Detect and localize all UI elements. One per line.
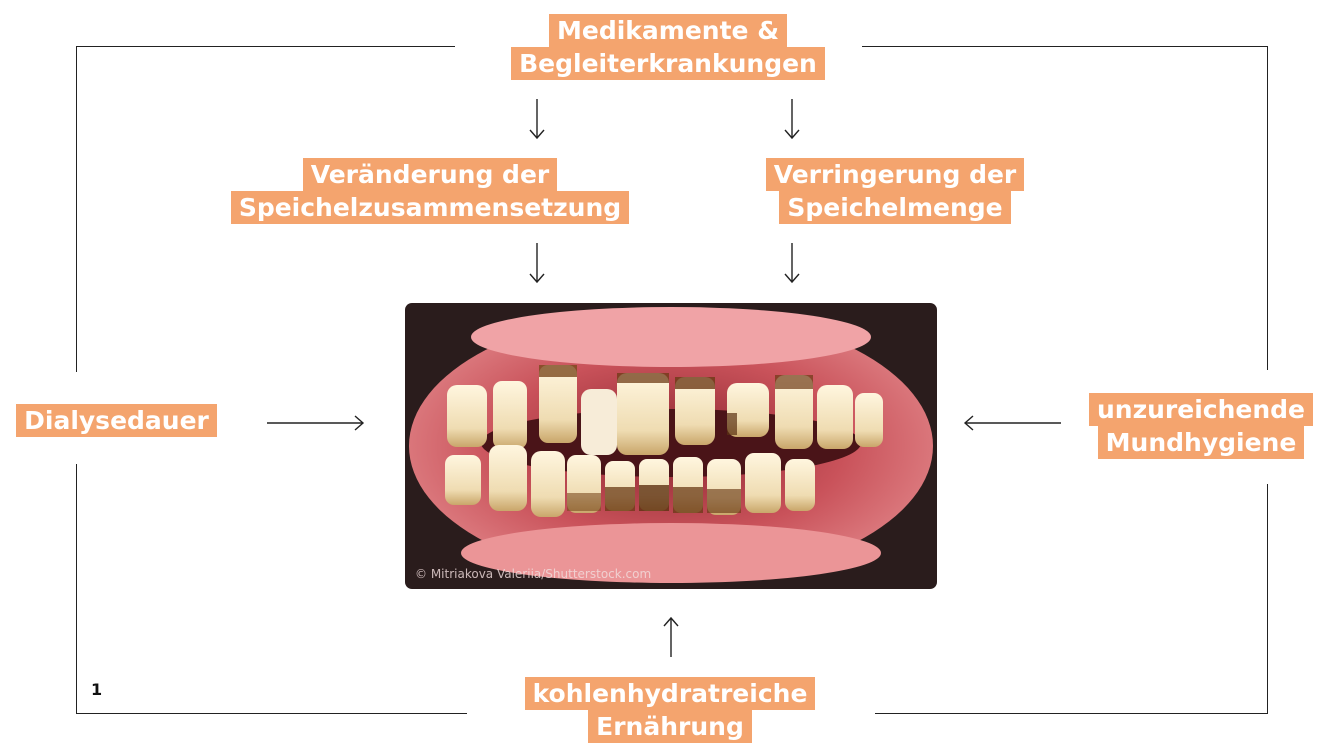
arrow-down-icon xyxy=(528,242,546,284)
frame-top-left-line xyxy=(76,46,455,47)
frame-left-lower-line xyxy=(76,464,77,714)
label-oral-hygiene-line1: unzureichende xyxy=(1089,393,1313,426)
frame-top-right-line xyxy=(862,46,1267,47)
arrow-down-icon xyxy=(528,98,546,140)
arrow-down-icon xyxy=(783,98,801,140)
frame-bottom-left-line xyxy=(76,713,467,714)
label-carbohydrate-diet: kohlenhydratreiche Ernährung xyxy=(490,677,850,743)
teeth-photo: © Mitriakova Valeriia/Shutterstock.com xyxy=(405,303,937,589)
label-saliva-composition: Veränderung der Speichelzusammensetzung xyxy=(195,158,665,224)
label-dialysis-duration-text: Dialysedauer xyxy=(16,404,217,437)
arrow-up-icon xyxy=(662,616,680,658)
arrow-left-icon xyxy=(962,414,1062,432)
label-saliva-composition-line1: Veränderung der xyxy=(303,158,558,191)
frame-left-upper-line xyxy=(76,46,77,372)
label-medication-line1: Medikamente & xyxy=(549,14,787,47)
label-saliva-quantity-line2: Speichelmenge xyxy=(779,191,1010,224)
arrow-right-icon xyxy=(266,414,366,432)
frame-bottom-right-line xyxy=(875,713,1268,714)
frame-right-upper-line xyxy=(1267,46,1268,370)
label-saliva-composition-line2: Speichelzusammensetzung xyxy=(231,191,629,224)
label-saliva-quantity-line1: Verringerung der xyxy=(766,158,1025,191)
label-medication-line2: Begleiterkrankungen xyxy=(511,47,825,80)
figure-number: 1 xyxy=(91,680,102,699)
label-medication-comorbidities: Medikamente & Begleiterkrankungen xyxy=(480,14,856,80)
label-carbohydrate-diet-line1: kohlenhydratreiche xyxy=(525,677,816,710)
arrow-down-icon xyxy=(783,242,801,284)
label-carbohydrate-diet-line2: Ernährung xyxy=(588,710,752,743)
label-dialysis-duration: Dialysedauer xyxy=(4,404,229,437)
label-saliva-quantity: Verringerung der Speichelmenge xyxy=(740,158,1050,224)
label-oral-hygiene: unzureichende Mundhygiene xyxy=(1076,393,1326,459)
frame-right-lower-line xyxy=(1267,484,1268,714)
teeth-illustration xyxy=(405,303,937,589)
label-oral-hygiene-line2: Mundhygiene xyxy=(1098,426,1305,459)
photo-credit: © Mitriakova Valeriia/Shutterstock.com xyxy=(415,567,651,581)
